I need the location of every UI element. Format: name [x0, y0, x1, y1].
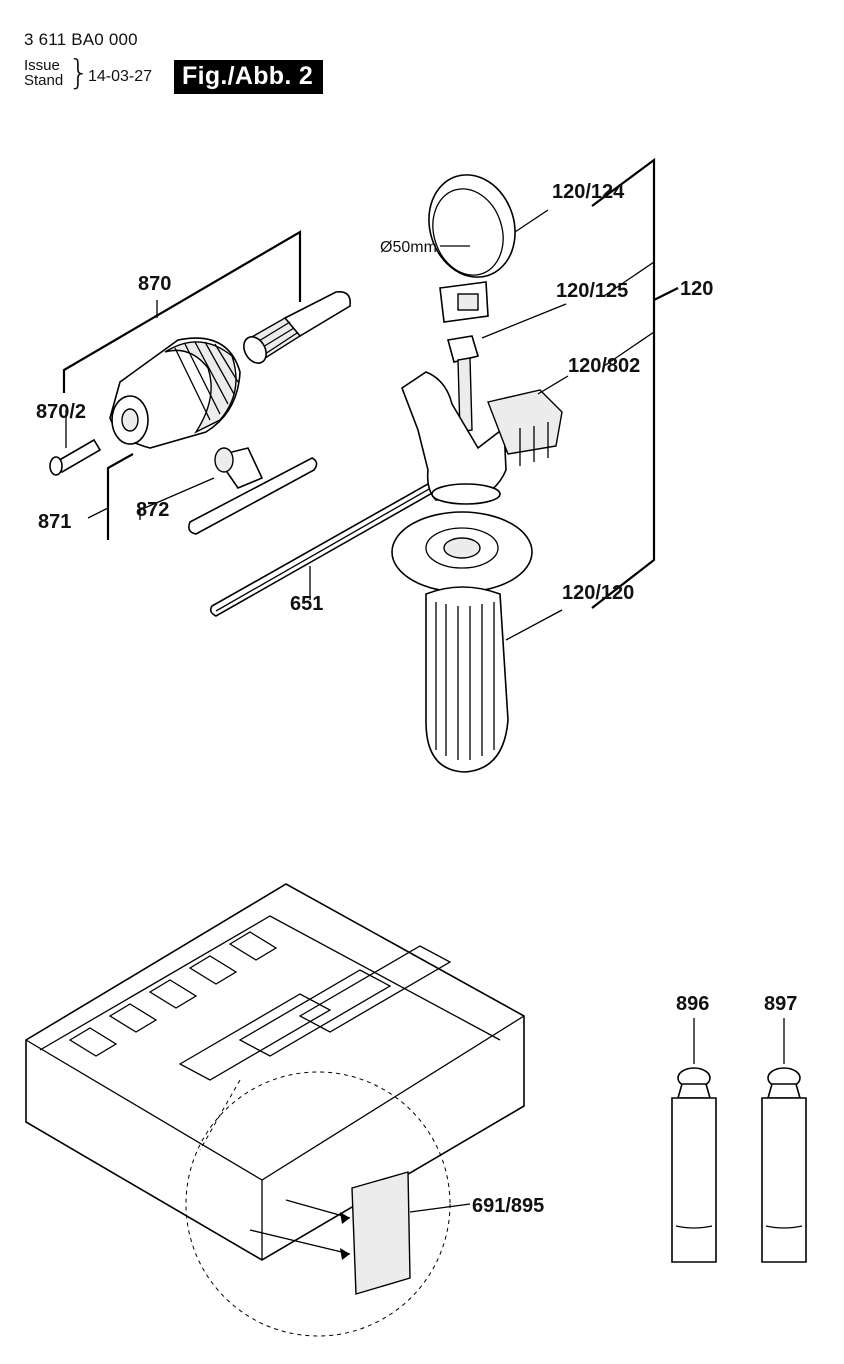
- leader-120-124: [514, 209, 549, 233]
- callout-120-802: 120/802: [568, 355, 640, 377]
- leader-872: [139, 477, 215, 520]
- callout-872: 872: [136, 499, 169, 521]
- callout-691-895: 691/895: [472, 1195, 544, 1217]
- bracket-120: [591, 157, 656, 609]
- document-number: 3 611 BA0 000: [24, 30, 138, 49]
- grip-texture: [435, 602, 495, 760]
- brace-glyph: }: [68, 53, 90, 93]
- callout-870: 870: [138, 273, 171, 295]
- adapter-shank-part: [243, 290, 352, 364]
- callout-120-124: 120/124: [552, 181, 625, 203]
- chuck-assembly: [49, 230, 352, 540]
- leader-691-895: [409, 1203, 471, 1213]
- grease-tube-897: [761, 1018, 807, 1263]
- chuck-screw-part: [49, 410, 102, 476]
- auxiliary-handle-assembly: [391, 157, 679, 773]
- callout-896: 896: [676, 993, 709, 1015]
- document-header: 3 611 BA0 000 Issue Stand } 14-03-27 Fig…: [24, 30, 354, 100]
- callout-120: 120: [680, 278, 713, 300]
- callout-120-120: 120/120: [562, 582, 634, 604]
- clamp-band-part: [428, 174, 549, 323]
- nameplate-part: [249, 1171, 471, 1295]
- carrying-case-part: [25, 883, 525, 1337]
- clamp-screw-part: [446, 303, 567, 433]
- chuck-body-part: [109, 337, 241, 449]
- leader-120-802: [537, 375, 569, 395]
- issue-date: 14-03-27: [88, 68, 153, 85]
- leader-871: [87, 507, 109, 519]
- leader-120-125: [481, 303, 567, 339]
- callout-897: 897: [764, 993, 797, 1015]
- callout-870-2: 870/2: [36, 401, 86, 423]
- case-ribs: [68, 931, 452, 1081]
- leader-120: [653, 287, 679, 301]
- figure-label: Fig./Abb. 2: [174, 60, 324, 94]
- callout-871: 871: [38, 511, 71, 533]
- dimension-diameter: Ø50mm: [380, 239, 437, 256]
- callout-651: 651: [290, 593, 323, 615]
- grease-tube-896: [671, 1018, 717, 1263]
- chuck-key-part: [188, 447, 318, 535]
- issue-label-en: Issue: [24, 57, 60, 74]
- handle-head-part: [401, 371, 569, 505]
- issue-label-de: Stand: [24, 72, 64, 89]
- detail-circle: [185, 1071, 451, 1337]
- bracket-870: [62, 230, 302, 393]
- callout-120-125: 120/125: [556, 280, 628, 302]
- grip-handle-part: [391, 511, 563, 773]
- issue-label: Issue Stand: [24, 58, 63, 88]
- leader-120-120: [505, 609, 563, 641]
- bracket-871: [106, 453, 134, 540]
